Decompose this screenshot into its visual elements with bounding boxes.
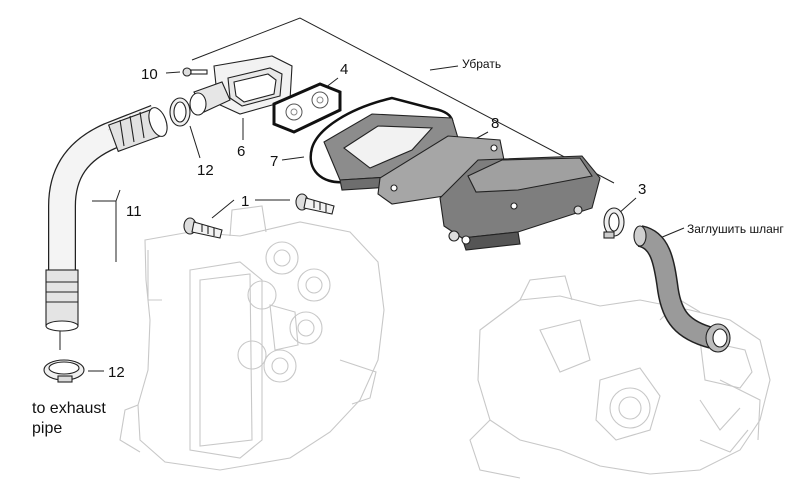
callout-7: 7: [270, 153, 278, 170]
part-12-hose-clamp-top: [169, 97, 191, 127]
part-3-clamp: [603, 207, 625, 239]
callout-1: 1: [241, 193, 249, 210]
plugged-hose: [633, 225, 731, 353]
callout-6: 6: [237, 143, 245, 160]
note-remove: Убрать: [462, 57, 501, 71]
note-exhaust-line-1: to exhaust: [32, 400, 106, 417]
callout-12-top: 12: [197, 162, 214, 179]
engine-case-left-ghost: [119, 205, 385, 471]
callout-10: 10: [141, 66, 158, 83]
part-11-breather-hose: [45, 104, 168, 332]
part-4-gasket: [272, 82, 342, 134]
callout-12-bottom: 12: [108, 364, 125, 381]
part-12-hose-clamp-bottom: [43, 359, 85, 383]
part-1-bolt-lower: [183, 217, 223, 239]
part-10-screw: [182, 67, 208, 77]
callout-11: 11: [126, 203, 142, 220]
reed-valve-cover: [439, 155, 601, 251]
callout-8: 8: [491, 115, 499, 132]
callout-4: 4: [340, 61, 348, 78]
note-plug-hose: Заглушить шланг: [687, 222, 784, 236]
engine-case-right-ghost: [469, 275, 771, 479]
part-1-bolt-upper: [295, 193, 335, 215]
callout-3: 3: [638, 181, 646, 198]
leader-lines: [59, 17, 685, 372]
part-6-valve-housing: [189, 55, 293, 116]
note-exhaust-line-2: pipe: [32, 420, 62, 437]
